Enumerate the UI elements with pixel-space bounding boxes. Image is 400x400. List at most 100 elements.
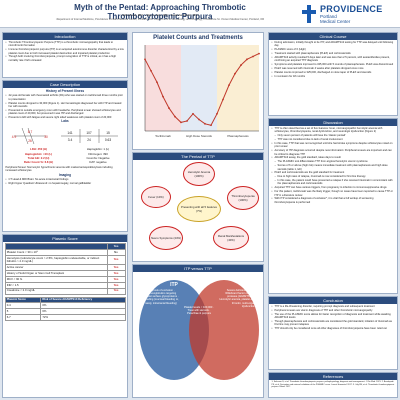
- lab-hct: 26: [28, 139, 32, 143]
- list-item: Scores of 6 or above (high risk) means i…: [272, 164, 395, 171]
- lab-note: Coombs: Negative: [86, 155, 110, 160]
- series-line: [144, 53, 260, 126]
- list-item: Thrombotic Thrombocytopenic Purpura (TTP…: [6, 41, 125, 48]
- poster-header: Myth of the Pentad: Approaching Thrombot…: [0, 0, 400, 28]
- data-point: [180, 121, 182, 124]
- venn-ttp: TTP Severe deficiency of von Willebrand …: [189, 279, 259, 380]
- list-item: CT Head & MRI Brain: No acute intracrani…: [6, 178, 125, 182]
- list-item: PLEX was resumed with rituximab 4 weeks …: [272, 67, 395, 71]
- venn-heading: ITP versus TTP: [133, 265, 263, 272]
- data-point: [156, 81, 158, 84]
- lab-cl: 107: [86, 131, 92, 135]
- data-point: [252, 55, 254, 58]
- plasmic-heading: Plasmic Score: [3, 235, 127, 242]
- list-item: Presented to outside emergency room with…: [6, 109, 125, 116]
- treatment-band: [145, 45, 181, 131]
- list-item: Platelet counts dropped to 30,000 (Figur…: [6, 102, 125, 109]
- list-item: During admission, initially thought to b…: [272, 41, 395, 48]
- plasmic-item: Hemolysis (reticulocyte count > 2.5%, ha…: [4, 254, 108, 266]
- data-point: [222, 98, 224, 101]
- references-text: 1. Sukumar S, et al. Thrombotic thromboc…: [271, 381, 395, 389]
- lab-note: Haptoglobin: <10 (L): [24, 151, 53, 156]
- lab-note: DAT: negative: [89, 160, 107, 165]
- chart-title: Platelet Counts and Treatments: [153, 35, 243, 41]
- plasmic-mark: Yes: [106, 287, 126, 295]
- hpi-list: 42-year-old female with rheumatoid arthr…: [6, 94, 125, 119]
- list-item: For this patient, tocilizumab was the li…: [272, 190, 395, 197]
- data-point: [192, 112, 194, 115]
- list-item: Treatment started with plasmapheresis (P…: [272, 52, 395, 56]
- list-item: Right Upper Quadrant Ultrasound: no hepa…: [6, 182, 125, 186]
- treatment-label: High Dose Steroids: [186, 134, 212, 138]
- pentad-fever: Fever (10%): [141, 185, 171, 208]
- list-item: Due to high rates of relapse, rituximab …: [272, 175, 395, 179]
- lab-k: 3.4: [67, 138, 72, 142]
- data-point: [144, 58, 146, 61]
- data-point: [216, 112, 218, 115]
- plasmic-item: Creatinine < 2.0 mg/dL: [4, 287, 108, 295]
- list-item: PLEX and corticosteroids are the gold st…: [272, 171, 395, 175]
- data-point: [150, 69, 152, 72]
- conclusion-box: Conclusion TTP is a life-threatening dis…: [268, 296, 398, 370]
- list-item: Symptoms and platelets improved to 325,0…: [272, 63, 395, 67]
- treatment-band: [181, 45, 217, 131]
- discussion-heading: Discussion: [269, 119, 397, 126]
- pentad-thrombo: Thrombocytopenia (100%): [227, 185, 259, 210]
- list-item: The use of the PLASMIC score allows for …: [272, 313, 395, 320]
- lab-na: 141: [67, 131, 73, 135]
- list-item: Accuracy of ITP diagnosis occurred despi…: [272, 149, 395, 156]
- data-point: [198, 118, 200, 121]
- lab-note: Total bili: 2.2 (H): [27, 155, 50, 160]
- risk-risk: 72%: [40, 314, 126, 322]
- venn-ttp-title: TTP: [245, 281, 255, 288]
- list-item: Though both involving thrombocytopenia, …: [6, 55, 125, 62]
- pentad-diagram: Hemolytic Anemia (100%) Fever (10%) Thro…: [133, 160, 263, 260]
- list-item: Acquired TTP can have various triggers, …: [272, 186, 395, 190]
- imaging-heading: Imaging: [58, 172, 72, 177]
- providence-logo: PROVIDENCE Portland Medical Center: [300, 2, 396, 26]
- venn-overlap-text: Platelet levels < 100,000 · Treat with s…: [184, 305, 214, 315]
- data-point: [234, 72, 236, 75]
- logo-main-text: PROVIDENCE: [320, 4, 383, 14]
- introduction-heading: Introduction: [3, 33, 127, 40]
- data-point: [246, 58, 248, 61]
- data-point: [210, 124, 212, 127]
- bmp-grid: 141 107 15 3.4 24 0.63: [60, 128, 118, 143]
- lab-bun: 15: [106, 131, 110, 135]
- treatment-band: [217, 45, 259, 131]
- data-point: [204, 122, 206, 125]
- lab-wbc: 4.9: [11, 135, 16, 139]
- clinical-heading: Clinical Course: [269, 33, 397, 40]
- list-item: Platelet counts improved to 325,000, dis…: [272, 71, 395, 75]
- poster-authors: Nidhi Patel, MD¹ · Meera Jain, MD¹ · Nat…: [121, 13, 199, 17]
- case-box: Case Description History of Present Illn…: [2, 80, 128, 232]
- lab-hgb: 8.7: [27, 130, 32, 134]
- list-item: 42-year-old female with rheumatoid arthr…: [6, 94, 125, 101]
- case-heading: Case Description: [3, 81, 127, 88]
- list-item: Immune thrombocytopenic purpura (ITP) is…: [6, 48, 125, 55]
- list-item: TTP is often described as a set of five …: [272, 127, 395, 134]
- plasmic-mark: Yes: [106, 254, 126, 266]
- center-column: Platelet Counts and Treatments Tocilizum…: [132, 32, 264, 398]
- list-item: TTP should only be considered once all o…: [272, 327, 395, 331]
- cbc-fishbone: 8.7 4.9 26 30: [11, 127, 47, 144]
- poster-departments: ¹Department of Internal Medicine, Provid…: [55, 18, 265, 21]
- treatment-label: Tocilizumab: [155, 134, 171, 138]
- poster-title: Myth of the Pentad: Approaching Thrombot…: [74, 3, 246, 21]
- plasmic-box: Plasmic Score Yes Platelet Count < 30 x …: [2, 234, 128, 398]
- plasmic-col-yes: Yes: [106, 243, 126, 250]
- smear-note: Peripheral Smear: Normocytic hypochromic…: [5, 166, 113, 173]
- list-item: With ITP considered a diagnosis of exclu…: [272, 197, 395, 204]
- list-item: Though plasmapheresis and corticosteroid…: [272, 320, 395, 327]
- venn-itp-title: ITP: [170, 281, 178, 288]
- lab-note: Haptoglobin: 1 (L): [86, 147, 110, 152]
- discussion-list: TTP is often described as a set of five …: [272, 127, 395, 204]
- list-item: In this case, the patient could have pre…: [272, 179, 395, 186]
- chart-box: Platelet Counts and Treatments Tocilizum…: [132, 32, 264, 150]
- data-point: [258, 52, 260, 55]
- conclusion-heading: Conclusion: [269, 297, 397, 304]
- pentad-heading: The Pentad of TTP: [133, 153, 263, 160]
